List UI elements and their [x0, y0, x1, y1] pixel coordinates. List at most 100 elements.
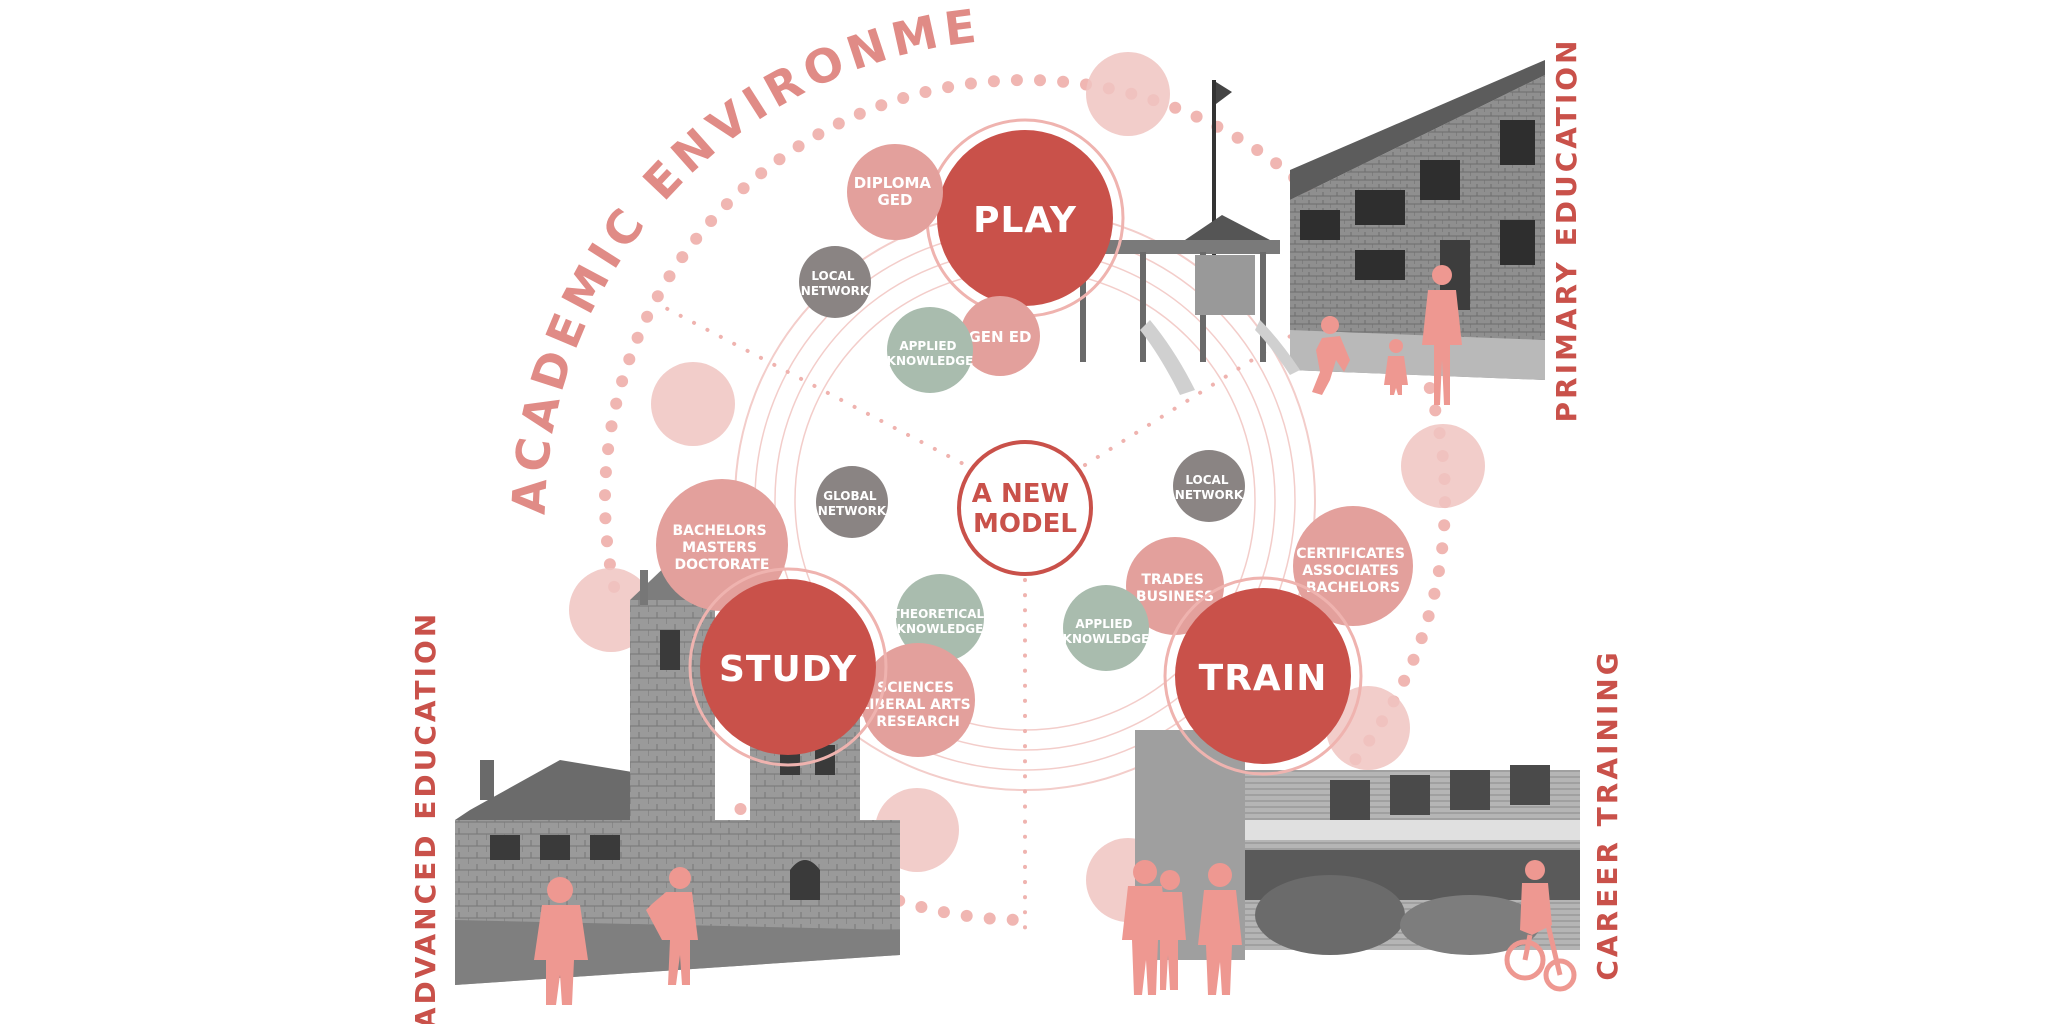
- ring-dot: [897, 92, 910, 104]
- bubble-applied-right-line1: APPLIED: [1075, 617, 1132, 631]
- bubble-diploma-line2: GED: [877, 191, 912, 209]
- train-hub[interactable]: TRAIN: [1163, 576, 1363, 776]
- bubble-theoretical-knowledge[interactable]: THEORETICAL KNOWLEDGE: [892, 574, 989, 662]
- ring-dot: [960, 909, 973, 922]
- ring-dot: [720, 198, 733, 211]
- svg-text:TRADES BUSINESS: TRADES BUSINESS: [1136, 572, 1214, 605]
- ring-dot: [792, 140, 805, 153]
- ring-dot: [605, 420, 618, 433]
- ring-dot: [1436, 542, 1449, 555]
- ring-dot: [603, 558, 616, 571]
- ring-dot: [631, 331, 644, 344]
- svg-text:CERTIFICATES ASSOCIATES: CERTIFICATES ASSOCIATES BACHELORS: [1296, 546, 1410, 596]
- ring-dot: [1428, 587, 1441, 600]
- ring-dot: [942, 81, 955, 94]
- school-building-photo-icon: [1290, 60, 1545, 380]
- bubble-trades-line2: BUSINESS: [1136, 589, 1214, 605]
- bubble-diploma-line1: DIPLOMA: [854, 174, 932, 192]
- ring-dot: [1190, 110, 1203, 123]
- bubble-certificates-line3: BACHELORS: [1306, 580, 1400, 596]
- ring-dot: [1057, 75, 1070, 88]
- ring-dot: [1429, 404, 1442, 417]
- ring-dot: [1231, 131, 1244, 144]
- ring-dot: [676, 251, 689, 264]
- ring-dot: [1398, 674, 1411, 687]
- bubble-trades[interactable]: TRADES BUSINESS: [1126, 537, 1224, 635]
- bubble-certificates-line1: CERTIFICATES: [1296, 546, 1405, 562]
- bubble-bachelors-line2: MASTERS: [682, 540, 757, 556]
- ring-dot: [1422, 610, 1435, 623]
- study-hub[interactable]: STUDY: [688, 567, 888, 767]
- students-silhouettes-icon: [534, 867, 698, 1005]
- bubble-sciences[interactable]: SCIENCES LIBERAL ARTS RESEARCH: [860, 643, 975, 757]
- bubble-global-network[interactable]: GLOBAL NETWORK: [816, 466, 888, 538]
- bubble-bachelors-line1: BACHELORS: [672, 523, 766, 539]
- bubble-gen-ed[interactable]: GEN ED: [960, 296, 1040, 376]
- center-new-model[interactable]: A NEW MODEL: [957, 440, 1093, 576]
- center-line2: MODEL: [973, 509, 1077, 539]
- ring-dot: [937, 906, 950, 919]
- svg-text:DIPLOMA GED: DIPLOMA GED: [854, 174, 937, 209]
- bubble-trades-line1: TRADES: [1141, 572, 1203, 588]
- ring-dot: [1034, 74, 1046, 87]
- svg-text:APPLIED KNOWLEDGE: APPLIED KNOWLEDGE: [1063, 617, 1150, 646]
- ring-dot: [1423, 382, 1436, 394]
- ring-dot: [599, 466, 612, 479]
- bubble-theoretical-line1: THEORETICAL: [892, 607, 985, 621]
- bubble-bachelors[interactable]: BACHELORS MASTERS DOCTORATE: [656, 479, 788, 611]
- ring-dot: [919, 86, 932, 98]
- ring-dot: [1432, 565, 1445, 578]
- bubble-applied-knowledge-top[interactable]: APPLIED KNOWLEDGE: [887, 307, 974, 393]
- ring-dot: [1169, 101, 1182, 114]
- bubble-local-right-line1: LOCAL: [1185, 473, 1229, 487]
- bubble-local-right-line2: NETWORK: [1175, 488, 1244, 502]
- ring-dot: [983, 912, 996, 925]
- ring-dot: [1006, 913, 1019, 926]
- svg-text:LOCAL NETWORK: LOCAL NETWORK: [801, 269, 870, 298]
- bubble-local-network-top[interactable]: LOCAL NETWORK: [799, 246, 871, 318]
- bubble-applied-knowledge-right[interactable]: APPLIED KNOWLEDGE: [1063, 585, 1150, 671]
- ring-dot: [875, 99, 888, 112]
- bubble-local-top-line1: LOCAL: [811, 269, 855, 283]
- ring-dot: [690, 232, 703, 245]
- ring-dot: [964, 77, 977, 90]
- side-label-career: CAREER TRAINING: [1591, 649, 1624, 980]
- ring-dot: [853, 107, 866, 120]
- bubble-local-network-right[interactable]: LOCAL NETWORK: [1173, 450, 1245, 522]
- bubble-gen-ed-text: GEN ED: [968, 328, 1031, 346]
- bubble-diploma[interactable]: DIPLOMA GED: [847, 144, 943, 240]
- bubble-local-top-line2: NETWORK: [801, 284, 870, 298]
- bubble-global-line1: GLOBAL: [823, 489, 877, 503]
- ring-dot: [773, 153, 786, 166]
- bubble-bachelors-line3: DOCTORATE: [675, 557, 770, 573]
- study-label: STUDY: [719, 649, 857, 690]
- bubble-certificates[interactable]: CERTIFICATES ASSOCIATES BACHELORS: [1293, 506, 1413, 626]
- play-hub[interactable]: PLAY: [925, 118, 1125, 318]
- ring-dot: [1415, 632, 1428, 645]
- bubble-theoretical-line2: KNOWLEDGE: [897, 622, 984, 636]
- ring-dot: [1010, 74, 1023, 87]
- ring-dot: [641, 310, 654, 323]
- bubble-applied-top-line1: APPLIED: [899, 339, 956, 353]
- bubble-applied-top-line2: KNOWLEDGE: [887, 354, 974, 368]
- ring-dot: [599, 489, 611, 502]
- ring-dot: [1407, 653, 1420, 666]
- svg-text:THEORETICAL KNOWLEDGE: THEORETICAL KNOWLEDGE: [892, 607, 989, 636]
- ring-dot: [601, 535, 613, 548]
- train-label: TRAIN: [1199, 658, 1328, 699]
- svg-text:SCIENCES LIBERAL ARTS: SCIENCES LIBERAL ARTS RESEARCH: [860, 680, 975, 730]
- family-silhouettes-icon: [1312, 265, 1462, 405]
- ring-dot: [705, 215, 718, 227]
- bubble-certificates-line2: ASSOCIATES: [1302, 563, 1399, 579]
- ring-dot: [734, 803, 747, 815]
- ring-dot: [599, 512, 612, 525]
- ring-dot: [1251, 144, 1264, 156]
- playground-photo-icon: [1080, 80, 1300, 395]
- ring-dot: [1438, 519, 1451, 532]
- bubble-applied-right-line2: KNOWLEDGE: [1063, 632, 1150, 646]
- ring-dot: [610, 397, 623, 410]
- ring-dot: [1270, 157, 1283, 170]
- bubble-sciences-line2: LIBERAL ARTS: [860, 697, 970, 713]
- bubble-sciences-line3: RESEARCH: [876, 714, 960, 730]
- svg-text:LOCAL NETWORK: LOCAL NETWORK: [1175, 473, 1244, 502]
